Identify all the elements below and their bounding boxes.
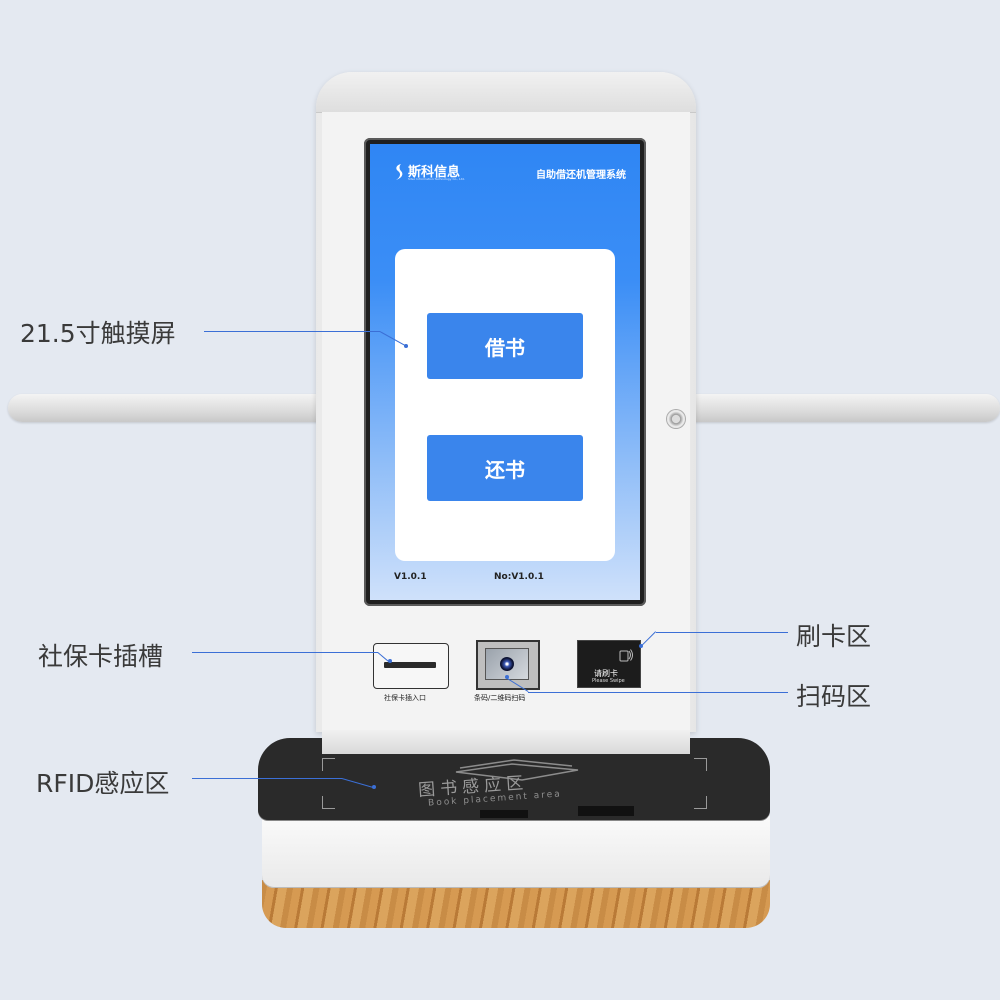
base-slot <box>578 806 634 816</box>
version-right: No:V1.0.1 <box>494 572 544 582</box>
callout-line-rfid <box>192 778 342 779</box>
nfc-icon <box>619 649 633 662</box>
callout-card-swipe: 刷卡区 <box>796 622 872 651</box>
callout-line-touchscreen <box>204 331 380 332</box>
callout-touchscreen: 21.5寸触摸屏 <box>20 319 176 348</box>
callout-card-slot: 社保卡插槽 <box>38 642 164 671</box>
callout-dot <box>388 659 392 663</box>
callout-line-card-swipe <box>656 632 788 633</box>
callout-line-card-slot <box>192 652 378 653</box>
brand-subtitle: Sitec Information Technology Co., Ltd. <box>408 177 465 181</box>
base-wood-trim <box>262 880 770 928</box>
right-rail <box>680 394 1000 422</box>
zone-corner <box>322 758 335 771</box>
borrow-button[interactable]: 借书 <box>427 313 583 379</box>
touchscreen-display: 斯科信息 Sitec Information Technology Co., L… <box>370 144 640 600</box>
card-slot-label: 社保卡插入口 <box>384 694 426 702</box>
camera-lens-icon <box>500 657 514 671</box>
callout-dot <box>505 675 509 679</box>
callout-rfid: RFID感应区 <box>36 769 170 798</box>
zone-corner <box>694 758 707 771</box>
callout-line-scan <box>528 692 788 693</box>
system-title: 自助借还机管理系统 <box>536 170 626 181</box>
left-rail <box>8 394 338 422</box>
zone-corner <box>694 796 707 809</box>
base-slot <box>480 810 528 818</box>
brand-logo-icon <box>396 164 403 180</box>
callout-dot <box>404 344 408 348</box>
swipe-label-en: Please Swipe <box>592 678 625 684</box>
card-swipe-reader[interactable]: 请刷卡 Please Swipe <box>577 640 641 688</box>
card-slot-opening <box>384 662 436 668</box>
callout-dot <box>372 785 376 789</box>
version-left: V1.0.1 <box>394 572 427 582</box>
callout-scan: 扫码区 <box>796 682 872 711</box>
book-stack-icon <box>455 759 579 781</box>
return-button[interactable]: 还书 <box>427 435 583 501</box>
tower-stand <box>322 730 690 754</box>
action-card: 借书 还书 <box>395 249 615 561</box>
scanner-window <box>485 648 529 680</box>
kiosk-top-cap <box>316 72 696 113</box>
scanner-label: 条码/二维码扫码 <box>474 694 526 702</box>
base-body <box>262 816 770 888</box>
card-slot[interactable] <box>373 643 449 689</box>
zone-corner <box>322 796 335 809</box>
callout-dot <box>639 644 643 648</box>
barcode-scanner[interactable] <box>476 640 540 690</box>
lock-icon <box>667 410 685 428</box>
screen-header: 斯科信息 Sitec Information Technology Co., L… <box>370 144 640 204</box>
brand-name: 斯科信息 <box>408 165 461 180</box>
swipe-label: 请刷卡 <box>594 669 618 678</box>
